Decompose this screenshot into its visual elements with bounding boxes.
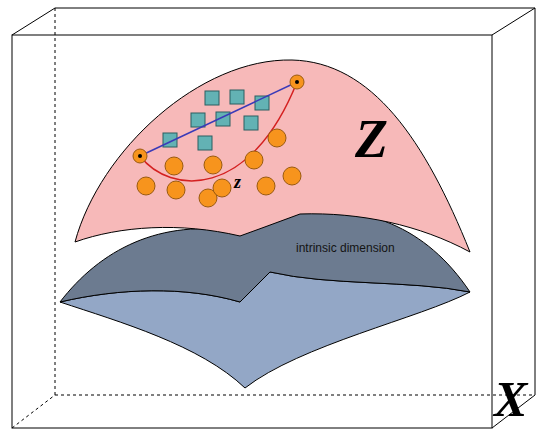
manifold-symbol: Z: [355, 108, 388, 170]
geodesic-curve: [140, 82, 297, 181]
class-square: [230, 90, 244, 104]
box-front: [12, 35, 492, 428]
endpoint-circle: [290, 75, 304, 89]
class-circle: [245, 151, 263, 169]
space-symbol: X: [494, 370, 527, 428]
endpoint-circle: [133, 149, 147, 163]
class-circle: [167, 181, 185, 199]
box-edge: [535, 8, 536, 395]
class-square: [244, 116, 258, 130]
endpoint-dot: [295, 80, 299, 84]
box-edge: [12, 395, 55, 428]
class-square: [198, 136, 212, 150]
class-circle: [204, 156, 222, 174]
box-edge: [55, 8, 535, 9]
class-square: [205, 91, 219, 105]
class-circle: [165, 157, 183, 175]
class-circle: [213, 179, 231, 197]
euclidean-line: [140, 82, 297, 156]
class-circle: [257, 177, 275, 195]
point-symbol: z: [234, 172, 241, 193]
class-square: [191, 113, 205, 127]
box-edge: [12, 8, 55, 35]
class-circle: [268, 129, 286, 147]
manifold-surface: [75, 60, 470, 252]
class-circle: [137, 177, 155, 195]
box-edge: [55, 8, 56, 395]
class-circle: [283, 167, 301, 185]
endpoint-dot: [138, 154, 142, 158]
box-edge: [492, 8, 535, 35]
surface-label: intrinsic dimension: [296, 241, 395, 255]
box-edge: [55, 395, 535, 396]
